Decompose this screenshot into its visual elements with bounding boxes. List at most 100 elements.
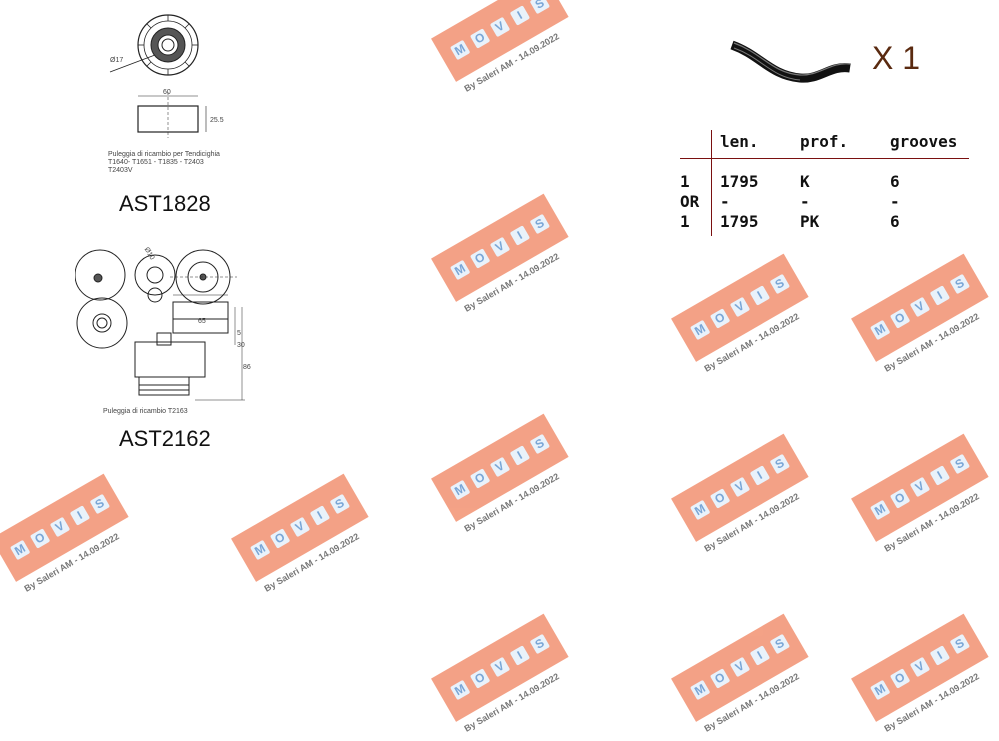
watermark-letter: M <box>689 499 711 521</box>
watermark-letter: O <box>889 668 911 689</box>
row-len: - <box>720 192 730 211</box>
watermark-letter: M <box>869 499 891 521</box>
belt-spec-table: len. prof. grooves 1 1795 K 6 OR - - - 1… <box>680 130 970 240</box>
row-qty: 1 <box>680 172 690 191</box>
row-grooves: 6 <box>890 172 900 191</box>
watermark-letter: M <box>689 319 711 341</box>
watermark-letter: V <box>489 16 511 38</box>
caption-line: Puleggia di ricambio T2163 <box>103 408 188 415</box>
dim-width: 60 <box>163 89 171 96</box>
row-qty: 1 <box>680 212 690 231</box>
product-caption: Puleggia di ricambio T2163 <box>103 408 188 416</box>
watermark-letter: V <box>289 516 311 538</box>
dim-offset: 5 <box>237 330 241 337</box>
watermark-letter: M <box>689 679 711 701</box>
watermark-letter: O <box>709 488 731 509</box>
watermark-letter: M <box>449 679 471 701</box>
watermark-letter: I <box>509 445 531 466</box>
watermark-signature: By Saleri AM - 14.09.2022 <box>882 671 981 734</box>
watermark-signature: By Saleri AM - 14.09.2022 <box>702 311 801 374</box>
watermark-letter: S <box>529 0 551 15</box>
product-caption: Puleggia di ricambio per Tendicighia T16… <box>108 151 220 175</box>
watermark-letter: I <box>749 645 771 666</box>
watermark-letter: O <box>29 528 51 549</box>
watermark-letter: O <box>469 248 491 269</box>
watermark-letter: I <box>929 465 951 486</box>
watermark-letter: O <box>889 488 911 509</box>
dim-height-a: 30 <box>237 342 245 349</box>
watermark-letter: V <box>729 476 751 498</box>
watermark-signature: By Saleri AM - 14.09.2022 <box>882 311 981 374</box>
watermark-letter: M <box>249 539 271 561</box>
watermark-letter: O <box>889 308 911 329</box>
table-header-rule <box>680 158 969 159</box>
watermark-letter: O <box>469 468 491 489</box>
watermark-letter: M <box>869 679 891 701</box>
row-grooves: - <box>890 192 900 211</box>
watermark-signature: By Saleri AM - 14.09.2022 <box>22 531 121 594</box>
header-len: len. <box>720 132 759 151</box>
watermark-letter: I <box>749 285 771 306</box>
dim-height-b: 86 <box>243 364 251 371</box>
header-grooves: grooves <box>890 132 958 151</box>
row-prof: PK <box>800 212 820 231</box>
watermark-letter: V <box>49 516 71 538</box>
watermark-letter: M <box>869 319 891 341</box>
watermark-letter: I <box>509 5 531 26</box>
watermark-letter: I <box>509 645 531 666</box>
caption-line: Puleggia di ricambio per Tendicighia <box>108 151 220 158</box>
product-code: AST1828 <box>119 191 211 216</box>
tensioner-drawing-ast2162 <box>75 249 245 401</box>
table-vertical-rule <box>711 130 712 236</box>
row-len: 1795 <box>720 172 759 191</box>
watermark-letter: S <box>949 273 971 295</box>
watermark-letter: V <box>729 656 751 678</box>
watermark-letter: V <box>729 296 751 318</box>
product-code: AST2162 <box>119 426 211 451</box>
watermark-letter: V <box>489 236 511 258</box>
watermark-signature: By Saleri AM - 14.09.2022 <box>462 31 561 94</box>
watermark-letter: S <box>769 273 791 295</box>
watermark-letter: I <box>509 225 531 246</box>
watermark-signature: By Saleri AM - 14.09.2022 <box>702 491 801 554</box>
watermark-signature: By Saleri AM - 14.09.2022 <box>462 471 561 534</box>
dim-height: 25.5 <box>210 117 224 124</box>
watermark-letter: I <box>69 505 91 526</box>
watermark-letter: I <box>929 285 951 306</box>
watermark-letter: I <box>309 505 331 526</box>
watermark-letter: M <box>449 39 471 61</box>
caption-line: T2403V <box>108 167 133 174</box>
watermark-letter: O <box>469 28 491 49</box>
watermark-letter: S <box>769 633 791 655</box>
watermark-letter: O <box>469 668 491 689</box>
watermark-letter: M <box>9 539 31 561</box>
quantity-label: X 1 <box>872 40 921 76</box>
watermark-letter: S <box>529 433 551 455</box>
watermark-signature: By Saleri AM - 14.09.2022 <box>882 491 981 554</box>
row-qty: OR <box>680 192 700 211</box>
watermark-letter: V <box>909 656 931 678</box>
watermark-letter: S <box>529 633 551 655</box>
watermark-letter: O <box>269 528 291 549</box>
watermark-letter: S <box>89 493 111 515</box>
watermark-signature: By Saleri AM - 14.09.2022 <box>262 531 361 594</box>
